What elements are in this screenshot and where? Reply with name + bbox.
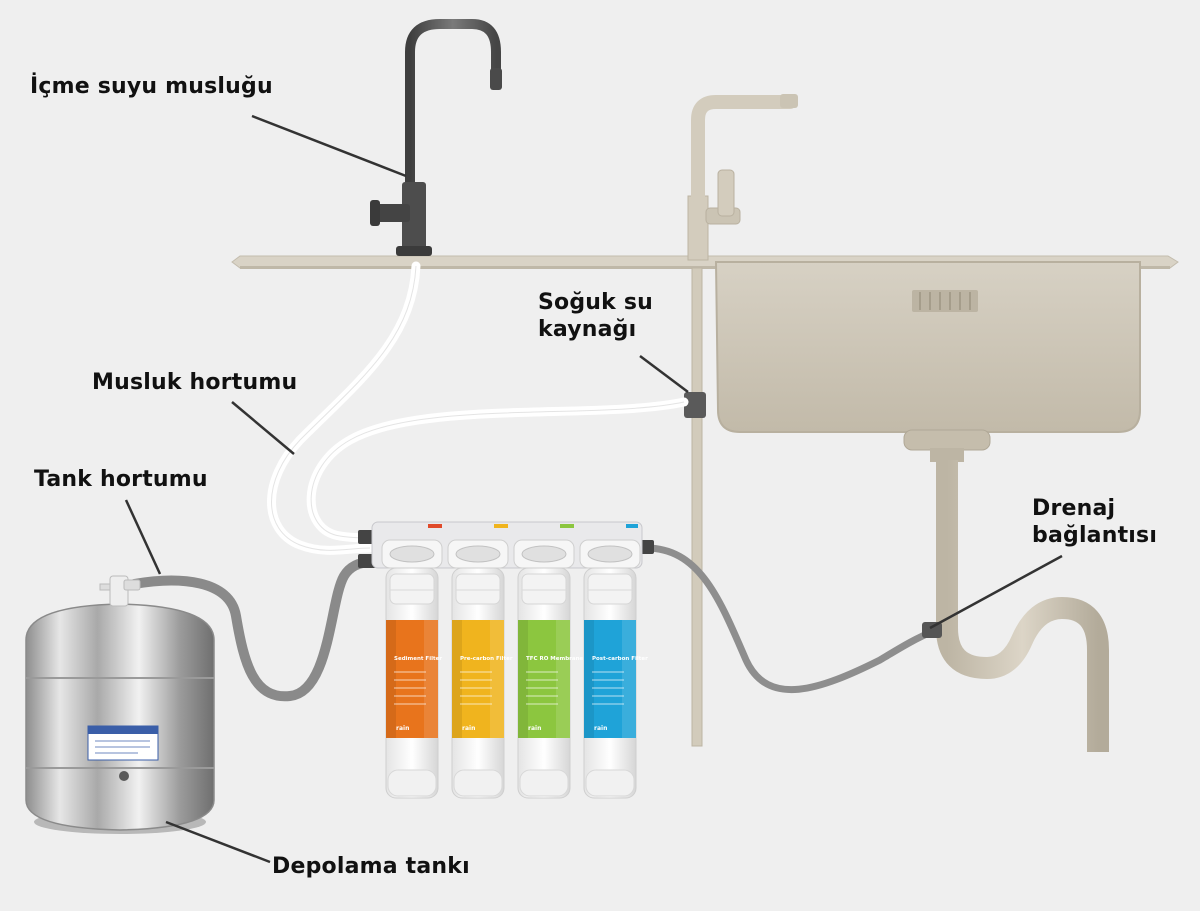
drain-saddle (922, 622, 942, 638)
label-drain-connection-line1: Drenaj (1032, 496, 1116, 521)
filter-name-4: Post-carbon Filter (592, 656, 648, 662)
filter-brand-1: rain (396, 725, 409, 732)
filter-cartridge-4: Post-carbon Filter rain (583, 567, 648, 799)
leader-cold-water (639, 355, 689, 393)
leader-faucet-hose (231, 401, 295, 455)
filter-unit (358, 521, 654, 569)
filter-brand-2: rain (462, 725, 475, 732)
label-tank-hose: Tank hortumu (34, 467, 208, 492)
leader-faucet (251, 114, 407, 178)
label-faucet-hose: Musluk hortumu (92, 370, 298, 395)
storage-tank (25, 575, 215, 834)
filter-brand-4: rain (594, 725, 607, 732)
label-drinking-water-faucet: İçme suyu musluğu (30, 74, 273, 99)
tank-hose (129, 557, 377, 702)
label-drain-connection-line2: bağlantısı (1032, 523, 1158, 548)
cold-water-supply-pipe (691, 267, 703, 747)
filter-brand-3: rain (528, 725, 541, 732)
feed-hose (306, 397, 689, 543)
filter-name-1: Sediment Filter (394, 656, 442, 662)
kitchen-faucet (687, 94, 798, 261)
label-cold-water-source-line1: Soğuk su (538, 290, 654, 315)
filter-cartridge-3: TFC RO Membrane rain (517, 567, 583, 799)
drain-hose (642, 544, 940, 694)
faucet-hose (267, 261, 421, 555)
sink-overflow-slots (912, 290, 978, 312)
leader-drain (929, 554, 1063, 630)
leader-lines (124, 114, 1063, 864)
sink (714, 261, 1141, 462)
feed-valve (684, 392, 706, 418)
leader-tank-hose (124, 499, 162, 575)
filter-name-2: Pre-carbon Filter (460, 656, 513, 662)
filter-cartridge-2: Pre-carbon Filter rain (451, 567, 513, 799)
drain-p-trap (936, 460, 1109, 752)
filter-name-3: TFC RO Membrane (526, 656, 583, 662)
drinking-water-faucet (370, 19, 502, 256)
filter-cartridge-1: Sediment Filter rain (385, 567, 442, 799)
label-cold-water-source-line2: kaynağı (538, 317, 637, 342)
tank-drain-plug (119, 771, 129, 781)
label-storage-tank: Depolama tankı (272, 854, 470, 879)
leader-storage-tank (165, 820, 271, 864)
filter-cartridges: Sediment Filter rain Pre-carbon Filter rain… (385, 567, 648, 799)
